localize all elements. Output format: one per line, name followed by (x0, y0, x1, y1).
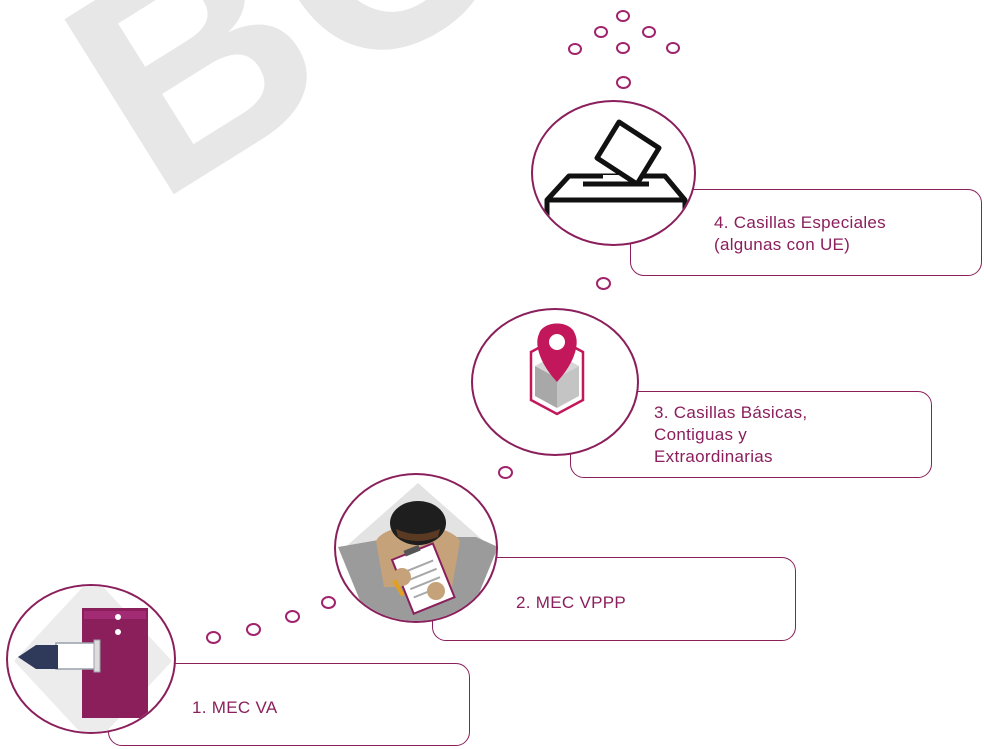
connector-dot (321, 596, 336, 609)
step-4-label-line: (algunas con UE) (714, 235, 851, 254)
connector-dot (642, 26, 656, 38)
connector-dot (666, 42, 680, 54)
step-3-label: 3. Casillas Básicas, Contiguas y Extraor… (654, 402, 807, 468)
connector-dot (616, 10, 630, 22)
connector-dot (594, 26, 608, 38)
connector-dot (596, 277, 611, 290)
connector-dot (568, 43, 582, 55)
step-1-label-line: 1. MEC VA (192, 698, 278, 717)
step-3-circle (471, 308, 639, 456)
connector-dot (246, 623, 261, 636)
step-3-label-line: 3. Casillas Básicas, (654, 403, 808, 422)
step-1-circle (6, 584, 176, 734)
device-icon (14, 586, 172, 732)
connector-dot (616, 76, 631, 89)
step-4-label: 4. Casillas Especiales (algunas con UE) (714, 212, 886, 256)
step-1-label: 1. MEC VA (192, 697, 278, 719)
connector-dot (285, 610, 300, 623)
step-3-label-line: Contiguas y (654, 425, 748, 444)
step-4-label-line: 4. Casillas Especiales (714, 213, 886, 232)
step-2-circle (334, 473, 498, 623)
step-4-circle (531, 100, 696, 246)
step-2-label: 2. MEC VPPP (516, 592, 626, 614)
connector-dot (616, 42, 630, 54)
step-3-label-line: Extraordinarias (654, 447, 773, 466)
person-writing-icon (338, 483, 496, 621)
location-box-icon (529, 323, 585, 416)
connector-dot (498, 466, 513, 479)
step-2-card (432, 557, 796, 641)
step-2-label-line: 2. MEC VPPP (516, 593, 627, 612)
connector-dot (206, 631, 221, 644)
ballot-box-icon (544, 119, 688, 228)
